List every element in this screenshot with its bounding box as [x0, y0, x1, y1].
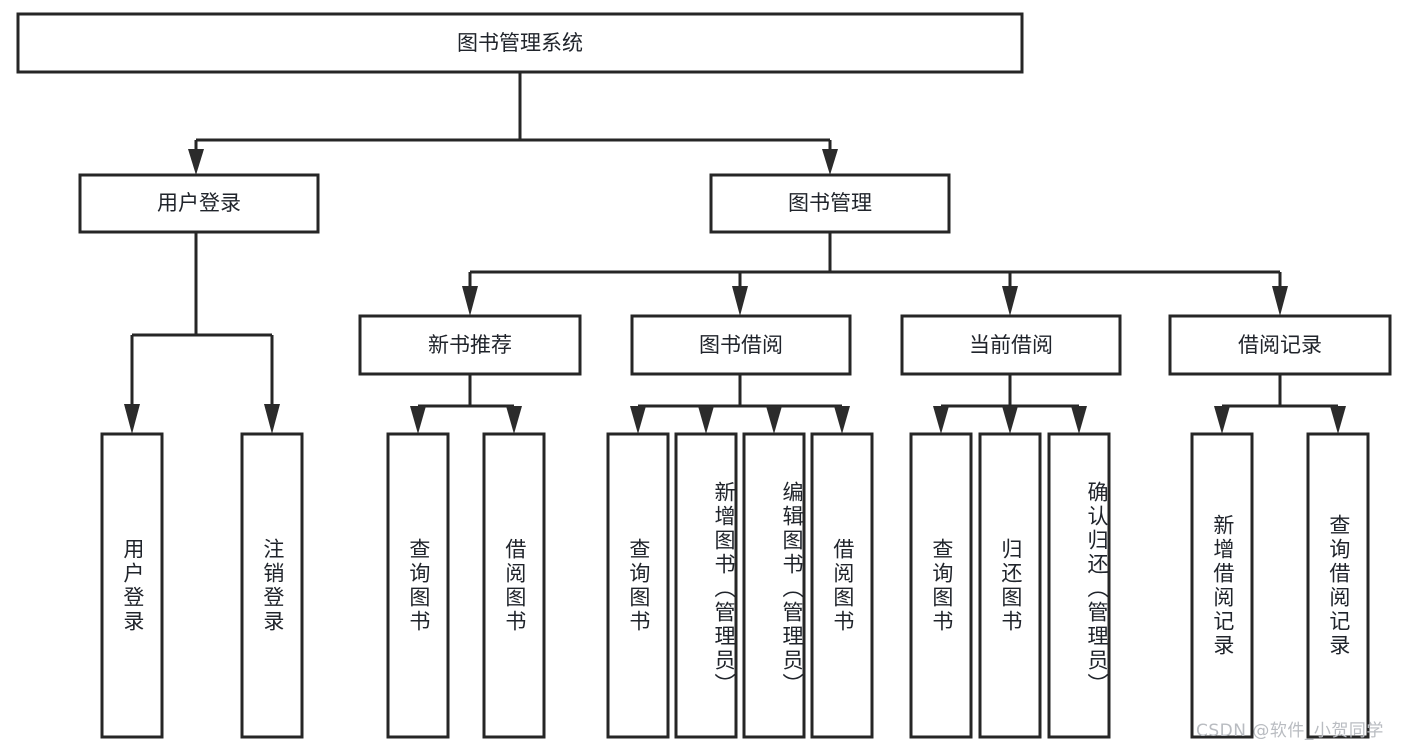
- arrowhead-current-confirm: [1071, 406, 1087, 434]
- arrowhead-newbook-borrow: [506, 406, 522, 434]
- leaf-box-query-borrow-record[interactable]: [1306, 432, 1370, 739]
- leaf-box-return-book[interactable]: [978, 432, 1042, 739]
- arrowhead-book-borrow: [732, 286, 748, 316]
- node-root-box[interactable]: [16, 12, 1024, 74]
- node-user-login-label: 用户登录: [157, 191, 241, 215]
- node-user-login-box[interactable]: [78, 173, 320, 234]
- arrowhead-user-login: [188, 149, 204, 175]
- leaf-box-user-login[interactable]: [100, 432, 164, 739]
- node-current-borrow-label: 当前借阅: [969, 333, 1053, 357]
- arrowhead-record-add: [1214, 406, 1230, 434]
- edges-group: [124, 72, 1346, 434]
- leaf-box-logout[interactable]: [240, 432, 304, 739]
- arrowhead-borrow-add: [698, 406, 714, 434]
- arrowhead-borrow-lend: [834, 406, 850, 434]
- arrowhead-current-borrow: [1002, 286, 1018, 316]
- leaf-box-add-borrow-record[interactable]: [1190, 432, 1254, 739]
- arrowhead-book-mgmt: [822, 149, 838, 175]
- node-root-label: 图书管理系统: [457, 31, 583, 55]
- node-book-management-box[interactable]: [709, 173, 951, 234]
- leaf-box-add-book-admin[interactable]: [674, 432, 738, 739]
- leaf-box-confirm-return-admin[interactable]: [1047, 432, 1111, 739]
- arrowhead-borrow-edit: [766, 406, 782, 434]
- leaf-box-query-book-1[interactable]: [386, 432, 450, 739]
- node-new-book-recommend-box[interactable]: [358, 314, 582, 376]
- arrowhead-current-return: [1002, 406, 1018, 434]
- node-current-borrow-box[interactable]: [900, 314, 1122, 376]
- arrowhead-new-book-rec: [462, 286, 478, 316]
- arrowhead-borrow-record: [1272, 286, 1288, 316]
- csdn-watermark: CSDN @软件_小贺同学: [1196, 721, 1384, 741]
- leaf-box-query-book-2[interactable]: [606, 432, 670, 739]
- leaf-box-borrow-book-2[interactable]: [810, 432, 874, 739]
- leaf-box-query-book-3[interactable]: [909, 432, 973, 739]
- leaf-box-borrow-book-1[interactable]: [482, 432, 546, 739]
- arrowhead-leaf-logout: [264, 404, 280, 434]
- nodes-group: [16, 12, 1392, 739]
- node-book-management-label: 图书管理: [788, 191, 872, 215]
- node-new-book-recommend-label: 新书推荐: [428, 333, 512, 357]
- arrowhead-current-query: [933, 406, 949, 434]
- node-book-borrow-label: 图书借阅: [699, 333, 783, 357]
- arrowhead-newbook-query: [410, 406, 426, 434]
- node-book-borrow-box[interactable]: [630, 314, 852, 376]
- horizontal-labels-group: 图书管理系统 用户登录 图书管理 新书推荐 图书借阅 当前借阅 借阅记录: [157, 31, 1322, 357]
- arrowhead-record-query: [1330, 406, 1346, 434]
- leaf-box-edit-book-admin[interactable]: [742, 432, 806, 739]
- arrowhead-borrow-query: [630, 406, 646, 434]
- node-borrow-record-label: 借阅记录: [1238, 333, 1322, 357]
- arrowhead-leaf-user-login: [124, 404, 140, 434]
- node-borrow-record-box[interactable]: [1168, 314, 1392, 376]
